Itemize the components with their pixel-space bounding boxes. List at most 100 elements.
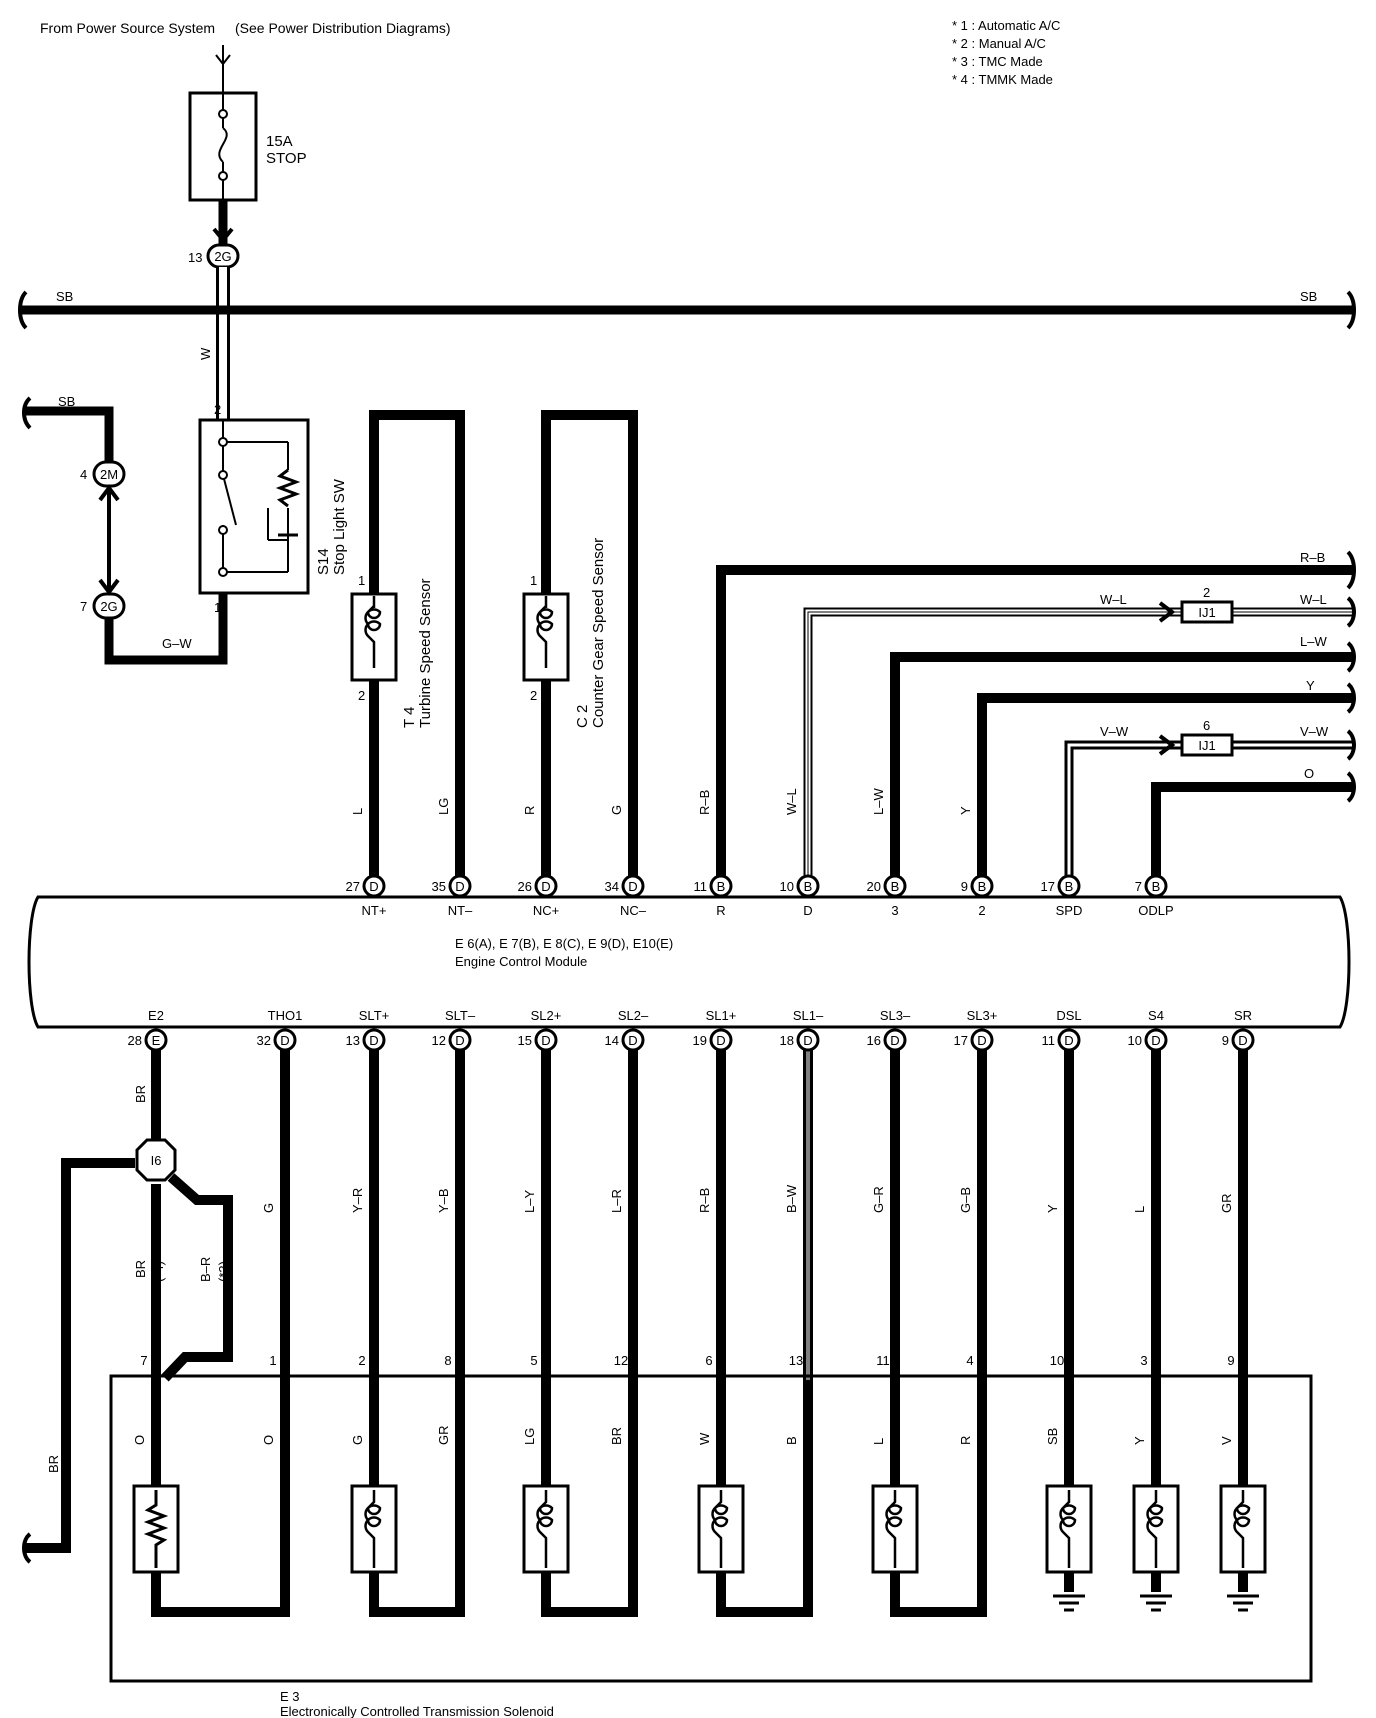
svg-text:9: 9 (961, 879, 968, 894)
svg-text:L–W: L–W (1300, 634, 1327, 649)
coil-winding (1059, 1490, 1077, 1568)
ecm-term: 3 (891, 903, 898, 918)
coil-winding (536, 1490, 554, 1568)
svg-text:R–B: R–B (1300, 550, 1325, 565)
svg-text:D: D (541, 1033, 550, 1048)
power-source-label: From Power Source System (40, 20, 215, 36)
svg-text:D: D (455, 1033, 464, 1048)
svg-text:B: B (717, 879, 726, 894)
svg-text:32: 32 (257, 1033, 271, 1048)
svg-text:15: 15 (518, 1033, 532, 1048)
svg-text:1: 1 (269, 1353, 276, 1368)
ecm-term: R (716, 903, 725, 918)
coil-winding (711, 1490, 729, 1568)
svg-text:1: 1 (358, 573, 365, 588)
svg-text:9: 9 (1222, 1033, 1229, 1048)
ecm-term: SPD (1056, 903, 1083, 918)
svg-text:W: W (198, 347, 213, 360)
svg-text:11: 11 (694, 879, 708, 894)
svg-text:D: D (541, 879, 550, 894)
svg-text:2G: 2G (214, 249, 231, 264)
svg-text:34: 34 (605, 879, 619, 894)
coil-winding (885, 1490, 903, 1568)
svg-text:4: 4 (966, 1353, 973, 1368)
svg-text:BR: BR (133, 1260, 148, 1278)
svg-text:18: 18 (780, 1033, 794, 1048)
ecm-connectors: E 6(A), E 7(B), E 8(C), E 9(D), E10(E) (455, 936, 673, 951)
fuse-name: STOP (266, 150, 307, 167)
svg-text:D: D (280, 1033, 289, 1048)
svg-text:7: 7 (140, 1353, 147, 1368)
svg-text:V–W: V–W (1300, 724, 1329, 739)
ground-icon (1140, 1594, 1172, 1612)
solenoid-pin-13: 13B (784, 1353, 803, 1445)
svg-text:2: 2 (530, 688, 537, 703)
ecm-term: ODLP (1138, 903, 1173, 918)
svg-text:19: 19 (693, 1033, 707, 1048)
wire-color-label: O (132, 1435, 147, 1445)
wire-color-label: R–B (697, 790, 712, 815)
wire-color-label: W (697, 1432, 712, 1445)
svg-text:V–W: V–W (1100, 724, 1129, 739)
coil-winding (364, 1490, 382, 1568)
ecm-term: 2 (978, 903, 985, 918)
ecm-term: NC– (620, 903, 647, 918)
svg-text:B: B (891, 879, 900, 894)
wire-g-w: G–W (104, 593, 228, 665)
engine-control-module: E 6(A), E 7(B), E 8(C), E 9(D), E10(E) E… (27, 895, 1351, 1029)
svg-text:9: 9 (1227, 1353, 1234, 1368)
svg-text:B: B (1152, 879, 1161, 894)
svg-text:IJ1: IJ1 (1198, 605, 1215, 620)
solenoid-pin-11: 11L (871, 1353, 919, 1574)
fuse-rating: 15A (266, 133, 293, 150)
ground-icon (1227, 1594, 1259, 1612)
wire-color-label: R (958, 1436, 973, 1445)
svg-text:5: 5 (530, 1353, 537, 1368)
note-1: * 1 : Automatic A/C (952, 18, 1060, 33)
svg-text:20: 20 (867, 879, 881, 894)
fuse-15a-stop: 15A STOP (188, 45, 307, 202)
svg-text:1: 1 (530, 573, 537, 588)
svg-text:3: 3 (1140, 1353, 1147, 1368)
svg-text:7: 7 (80, 599, 87, 614)
wire-color-label: BR (609, 1427, 624, 1445)
svg-text:D: D (1238, 1033, 1247, 1048)
ecm-term: SL2+ (531, 1008, 562, 1023)
wire-color-label: W–L (784, 788, 799, 815)
svg-text:17: 17 (1041, 879, 1055, 894)
ecm-bottom-wires: E28E2D32THO1GD13SLT+Y–RD12SLT–Y–BD15SL2+… (128, 1008, 1255, 1380)
stop-light-switch: 2 1 S14 Stop Light SW (198, 402, 348, 615)
turbine-speed-sensor: 1 2 T 4 Turbine Speed Sensor (350, 410, 465, 880)
wire-color-label: LG (522, 1428, 537, 1445)
svg-text:26: 26 (518, 879, 532, 894)
svg-text:13: 13 (346, 1033, 360, 1048)
svg-text:D: D (628, 879, 637, 894)
transmission-solenoid: E 3 Electronically Controlled Transmissi… (109, 1374, 1313, 1718)
switch-pin-bottom: 1 (214, 600, 221, 615)
ground-icon (1053, 1594, 1085, 1612)
svg-text:2: 2 (358, 688, 365, 703)
connector-ij1-pin2: IJ1 2 (1158, 585, 1234, 624)
wire-color-label: O (261, 1435, 276, 1445)
svg-text:10: 10 (1050, 1353, 1064, 1368)
wire-color-label: GR (436, 1426, 451, 1446)
svg-text:D: D (369, 879, 378, 894)
note-4: * 4 : TMMK Made (952, 72, 1053, 87)
svg-text:B: B (1065, 879, 1074, 894)
thermistor-resistor (143, 1490, 169, 1568)
svg-text:C 2: C 2 (574, 705, 591, 728)
sb-branch: SB (22, 394, 120, 596)
svg-text:Counter Gear Speed Sensor: Counter Gear Speed Sensor (590, 538, 607, 728)
svg-text:B: B (978, 879, 987, 894)
